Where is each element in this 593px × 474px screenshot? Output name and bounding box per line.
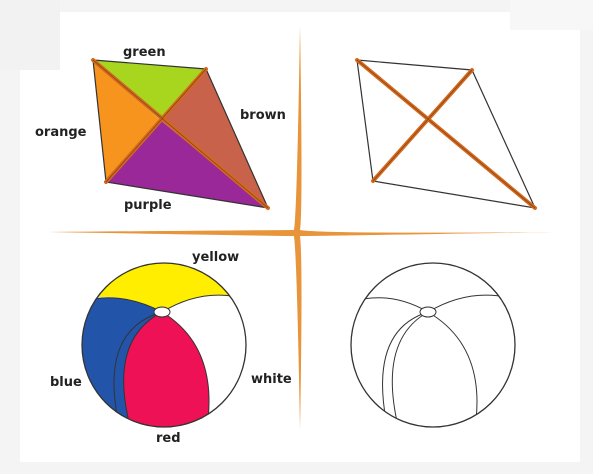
label-white: white <box>251 372 292 387</box>
kite-purple-section <box>106 120 268 208</box>
divider-cross <box>48 26 553 430</box>
kite-orange-section <box>93 60 160 182</box>
label-orange: orange <box>35 125 87 140</box>
ball-red-section <box>123 312 209 427</box>
label-blue: blue <box>50 375 82 390</box>
label-yellow: yellow <box>192 250 239 265</box>
kite-brown-section <box>160 69 268 208</box>
label-red: red <box>156 431 181 446</box>
corner-shade-right <box>510 0 593 30</box>
corner-shade <box>0 0 60 70</box>
ball-valve <box>419 306 437 318</box>
outline-ball <box>350 262 516 428</box>
kite-green-section <box>93 60 206 120</box>
ball-valve <box>153 306 171 318</box>
outline-kite <box>355 58 537 210</box>
label-green: green <box>123 45 166 60</box>
colored-kite <box>91 58 270 210</box>
label-brown: brown <box>240 108 286 123</box>
label-purple: purple <box>124 198 172 213</box>
